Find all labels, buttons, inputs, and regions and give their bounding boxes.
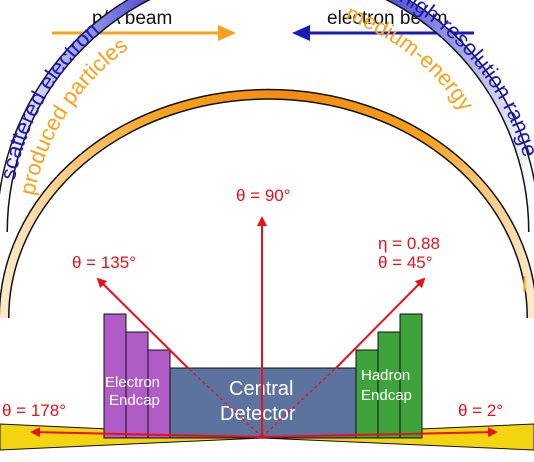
electron-beam-arrowhead [292,25,310,41]
theta-135-label: θ = 135° [72,253,136,272]
theta-2-arrow [261,427,498,438]
central-detector-label-2: Detector [220,403,296,425]
pa-beam-arrowhead [218,25,236,41]
electron-endcap-label-1: Electron [105,374,160,391]
hadron-endcap-label-1: Hadron [361,367,410,384]
orange-arc-fill [0,90,534,319]
far-right-orange-label: l [522,272,527,297]
theta-2-label: θ = 2° [458,401,503,420]
theta-178-label: θ = 178° [2,401,66,420]
hadron-endcap-tower-2 [377,331,401,439]
theta-135-arrow [96,277,189,369]
eta-088-label: η = 0.88 [378,234,440,253]
theta-178-arrow [30,427,263,438]
blue-arc-fill [0,0,534,233]
hadron-endcap-label-2: Endcap [361,387,412,404]
electron-endcap-label-2: Endcap [109,392,160,409]
theta-90-label: θ = 90° [236,186,291,205]
theta-45-arrow [335,277,426,369]
theta-45-label: θ = 45° [378,253,433,272]
angle-arrows [30,216,498,438]
dashed-lines [187,367,337,438]
dashed-left-line [187,367,263,438]
dashed-right-line [261,367,337,438]
hadron-endcap-tower-3 [399,313,423,439]
angle-labels: θ = 90° θ = 135° η = 0.88 θ = 45° θ = 17… [2,186,503,420]
orange-arc-outline [0,88,534,319]
